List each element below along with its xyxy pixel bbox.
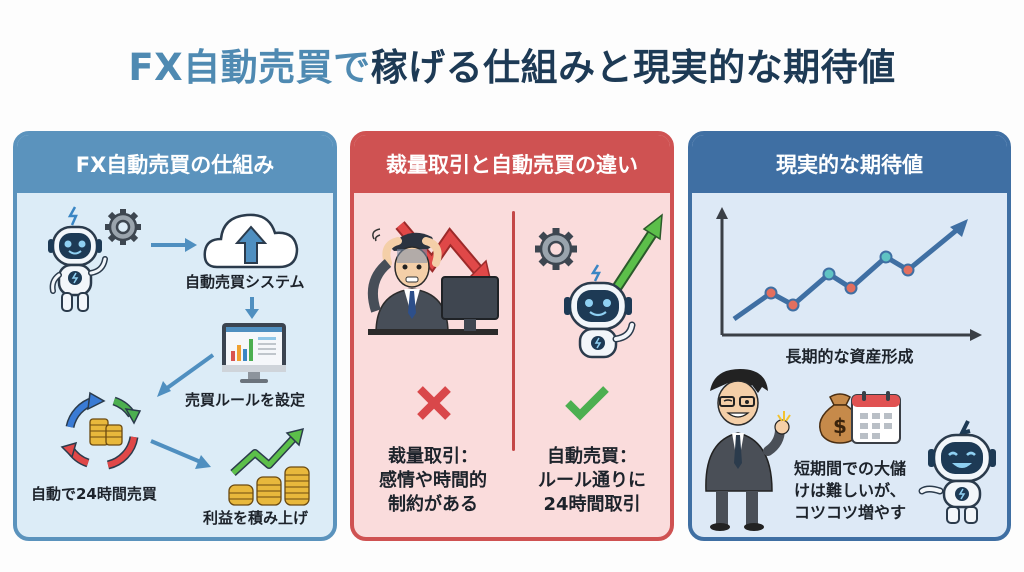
calendar-icon: [851, 391, 901, 444]
robot-icon: [48, 206, 108, 312]
money-bag-icon: $: [819, 393, 861, 444]
note-line: コツコツ増やす: [794, 503, 907, 522]
chart-axes: [716, 207, 982, 341]
title-accent: FX自動売買で: [128, 46, 371, 89]
panel-body: 裁量取引： 感情や時間的 制約がある 自動売買： ルール通りに 24時間取引: [354, 193, 670, 537]
expectation-note: 短期間での大儲 けは難しいが、 コツコツ増やす: [794, 458, 934, 524]
businessman-icon: [705, 369, 791, 531]
discretionary-desc: 裁量取引： 感情や時間的 制約がある: [354, 445, 512, 517]
step-label-24h: 自動で24時間売買: [31, 485, 157, 503]
panel-header: 現実的な期待値: [692, 135, 1007, 193]
flow-arrow-icon: [245, 297, 259, 319]
growth-chart: $: [705, 207, 996, 531]
panel-expectations: 現実的な期待値: [688, 131, 1011, 541]
note-line: 短期間での大儲: [794, 459, 907, 478]
flow-diagram: [48, 206, 310, 506]
title-main: 稼げる仕組みと現実的な期待値: [370, 46, 896, 89]
up-trend-arrow-icon: [611, 213, 663, 293]
desc-line: 自動売買：: [547, 446, 637, 467]
desc-line: 24時間取引: [543, 494, 641, 515]
gear-icon: [105, 209, 141, 245]
chart-caption: 長期的な資産形成: [785, 347, 914, 366]
desc-line: 裁量取引：: [388, 446, 478, 467]
check-icon: [565, 386, 609, 421]
comparison-illustrations: [368, 213, 663, 421]
flow-arrow-icon: [150, 439, 211, 469]
flow-arrow-icon: [157, 353, 215, 397]
cycle-coins-icon: [60, 391, 142, 470]
desc-line: 制約がある: [388, 494, 478, 515]
cloud-upload-icon: [203, 213, 299, 269]
auto-trading-desc: 自動売買： ルール通りに 24時間取引: [514, 445, 670, 517]
step-label-system: 自動売買システム: [185, 273, 305, 291]
page-title: FX自動売買で稼げる仕組みと現実的な期待値: [0, 40, 1024, 96]
panel-comparison: 裁量取引と自動売買の違い: [350, 131, 674, 541]
divider: [512, 211, 515, 451]
robot-icon: [918, 420, 996, 524]
panel-body: 自動売買システム 売買ルールを設定 自動で24時間売買 利益を積み上げ: [17, 193, 333, 537]
dollar-sign: $: [833, 414, 847, 438]
cross-icon: [417, 386, 451, 420]
flow-arrow-icon: [151, 238, 197, 252]
monitor-icon: [441, 276, 499, 331]
panel-body: $: [692, 193, 1007, 537]
panel-header: 裁量取引と自動売買の違い: [354, 135, 670, 193]
robot-icon: [564, 264, 636, 359]
step-label-profit: 利益を積み上げ: [203, 509, 309, 527]
gear-icon: [535, 228, 577, 270]
monitor-chart-icon: [222, 323, 286, 383]
chart-line: [732, 219, 968, 322]
panel-header: FX自動売買の仕組み: [17, 135, 333, 193]
coins-growth-icon: [228, 427, 310, 506]
desc-line: 感情や時間的: [379, 470, 487, 491]
stressed-trader-icon: [368, 228, 498, 335]
step-label-rules: 売買ルールを設定: [185, 391, 306, 409]
panel-how-it-works: FX自動売買の仕組み: [13, 131, 337, 541]
desc-line: ルール通りに: [538, 470, 646, 491]
note-line: けは難しいが、: [794, 481, 906, 500]
